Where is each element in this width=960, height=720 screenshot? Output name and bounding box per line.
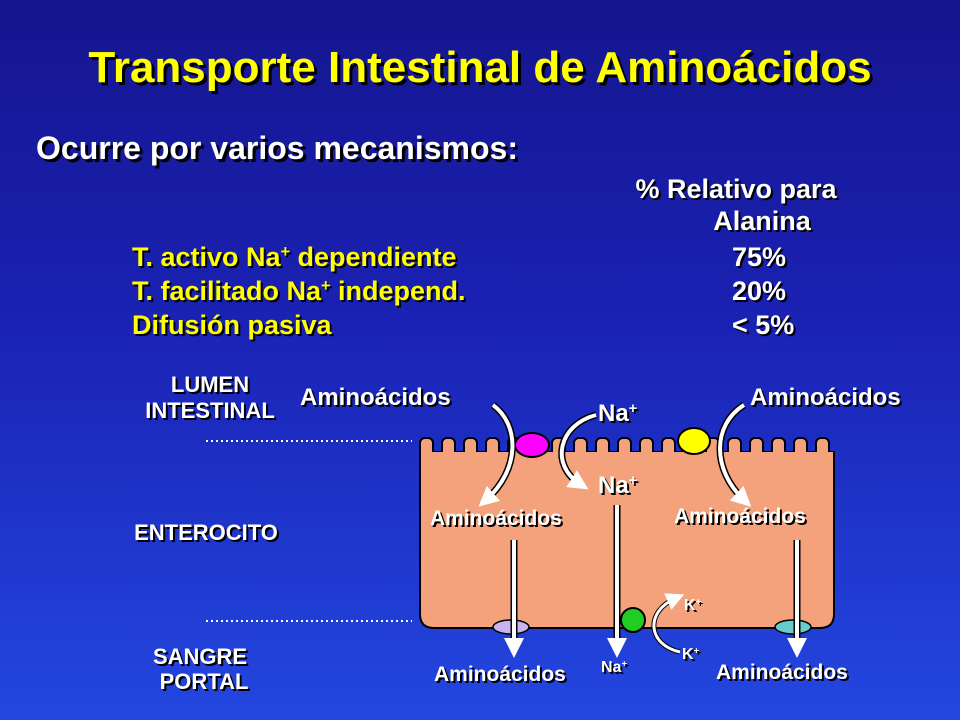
aminoacidos-cell-right: Aminoácidos <box>674 505 806 528</box>
enterocito-label: ENTEROCITO <box>134 520 278 545</box>
aminoacidos-blood-right: Aminoácidos <box>716 661 848 684</box>
na-charge: + <box>621 658 628 670</box>
mechanism-label: T. facilitado Na <box>132 276 322 306</box>
na-blood-label: Na+ <box>601 658 628 676</box>
na-cell-label: Na+ <box>598 474 637 498</box>
subtitle: Ocurre por varios mecanismos: <box>36 130 518 166</box>
k-charge: + <box>693 645 700 657</box>
aminoacidos-cell-left: Aminoácidos <box>430 507 562 530</box>
k-symbol: K <box>684 597 696 614</box>
sangre-label-line2: PORTAL <box>159 669 249 694</box>
aminoacidos-blood-left: Aminoácidos <box>434 663 566 686</box>
mechanism-label: T. activo Na <box>132 242 281 272</box>
na-independent-transporter <box>677 427 711 455</box>
na-lumen-label: Na+ <box>598 402 637 426</box>
na-symbol: Na <box>598 472 629 499</box>
aminoacidos-lumen-right: Aminoácidos <box>750 384 901 411</box>
na-k-pump <box>620 607 646 633</box>
na-charge: + <box>628 473 638 490</box>
table-header-line1: % Relativo para <box>635 174 837 204</box>
mechanism-label-post: independ. <box>330 276 466 306</box>
mechanism-value-facilitated: 20% <box>732 276 787 306</box>
mechanism-row-passive: Difusión pasiva <box>132 312 332 339</box>
k-cell-label: K+ <box>684 596 702 614</box>
lumen-label-line2: INTESTINAL <box>145 398 275 423</box>
basolateral-transporter-right <box>774 619 812 635</box>
mechanism-value-active: 75% <box>732 242 787 272</box>
page-title: Transporte Intestinal de Aminoácidos <box>88 43 872 92</box>
k-blood-label: K+ <box>682 645 700 663</box>
mechanism-sup: + <box>280 243 291 262</box>
k-symbol: K <box>682 646 694 663</box>
lumen-label-line1: LUMEN <box>170 372 250 397</box>
mechanism-row-active: T. activo Na+ dependiente <box>132 244 457 271</box>
na-dependent-transporter <box>514 432 550 458</box>
mechanism-sup: + <box>321 277 331 296</box>
sangre-label-line1: SANGRE <box>152 644 248 669</box>
table-header-line2: Alanina <box>713 206 811 236</box>
mechanism-label-post: dependiente <box>290 242 457 272</box>
aminoacidos-lumen-left: Aminoácidos <box>300 384 451 411</box>
na-symbol: Na <box>601 659 622 676</box>
mechanism-row-facilitated: T. facilitado Na+ independ. <box>132 278 466 305</box>
mechanism-label: Difusión pasiva <box>132 310 332 340</box>
na-charge: + <box>628 401 638 418</box>
mechanism-value-passive: < 5% <box>732 310 795 340</box>
na-symbol: Na <box>598 400 629 427</box>
k-charge: + <box>695 596 702 608</box>
